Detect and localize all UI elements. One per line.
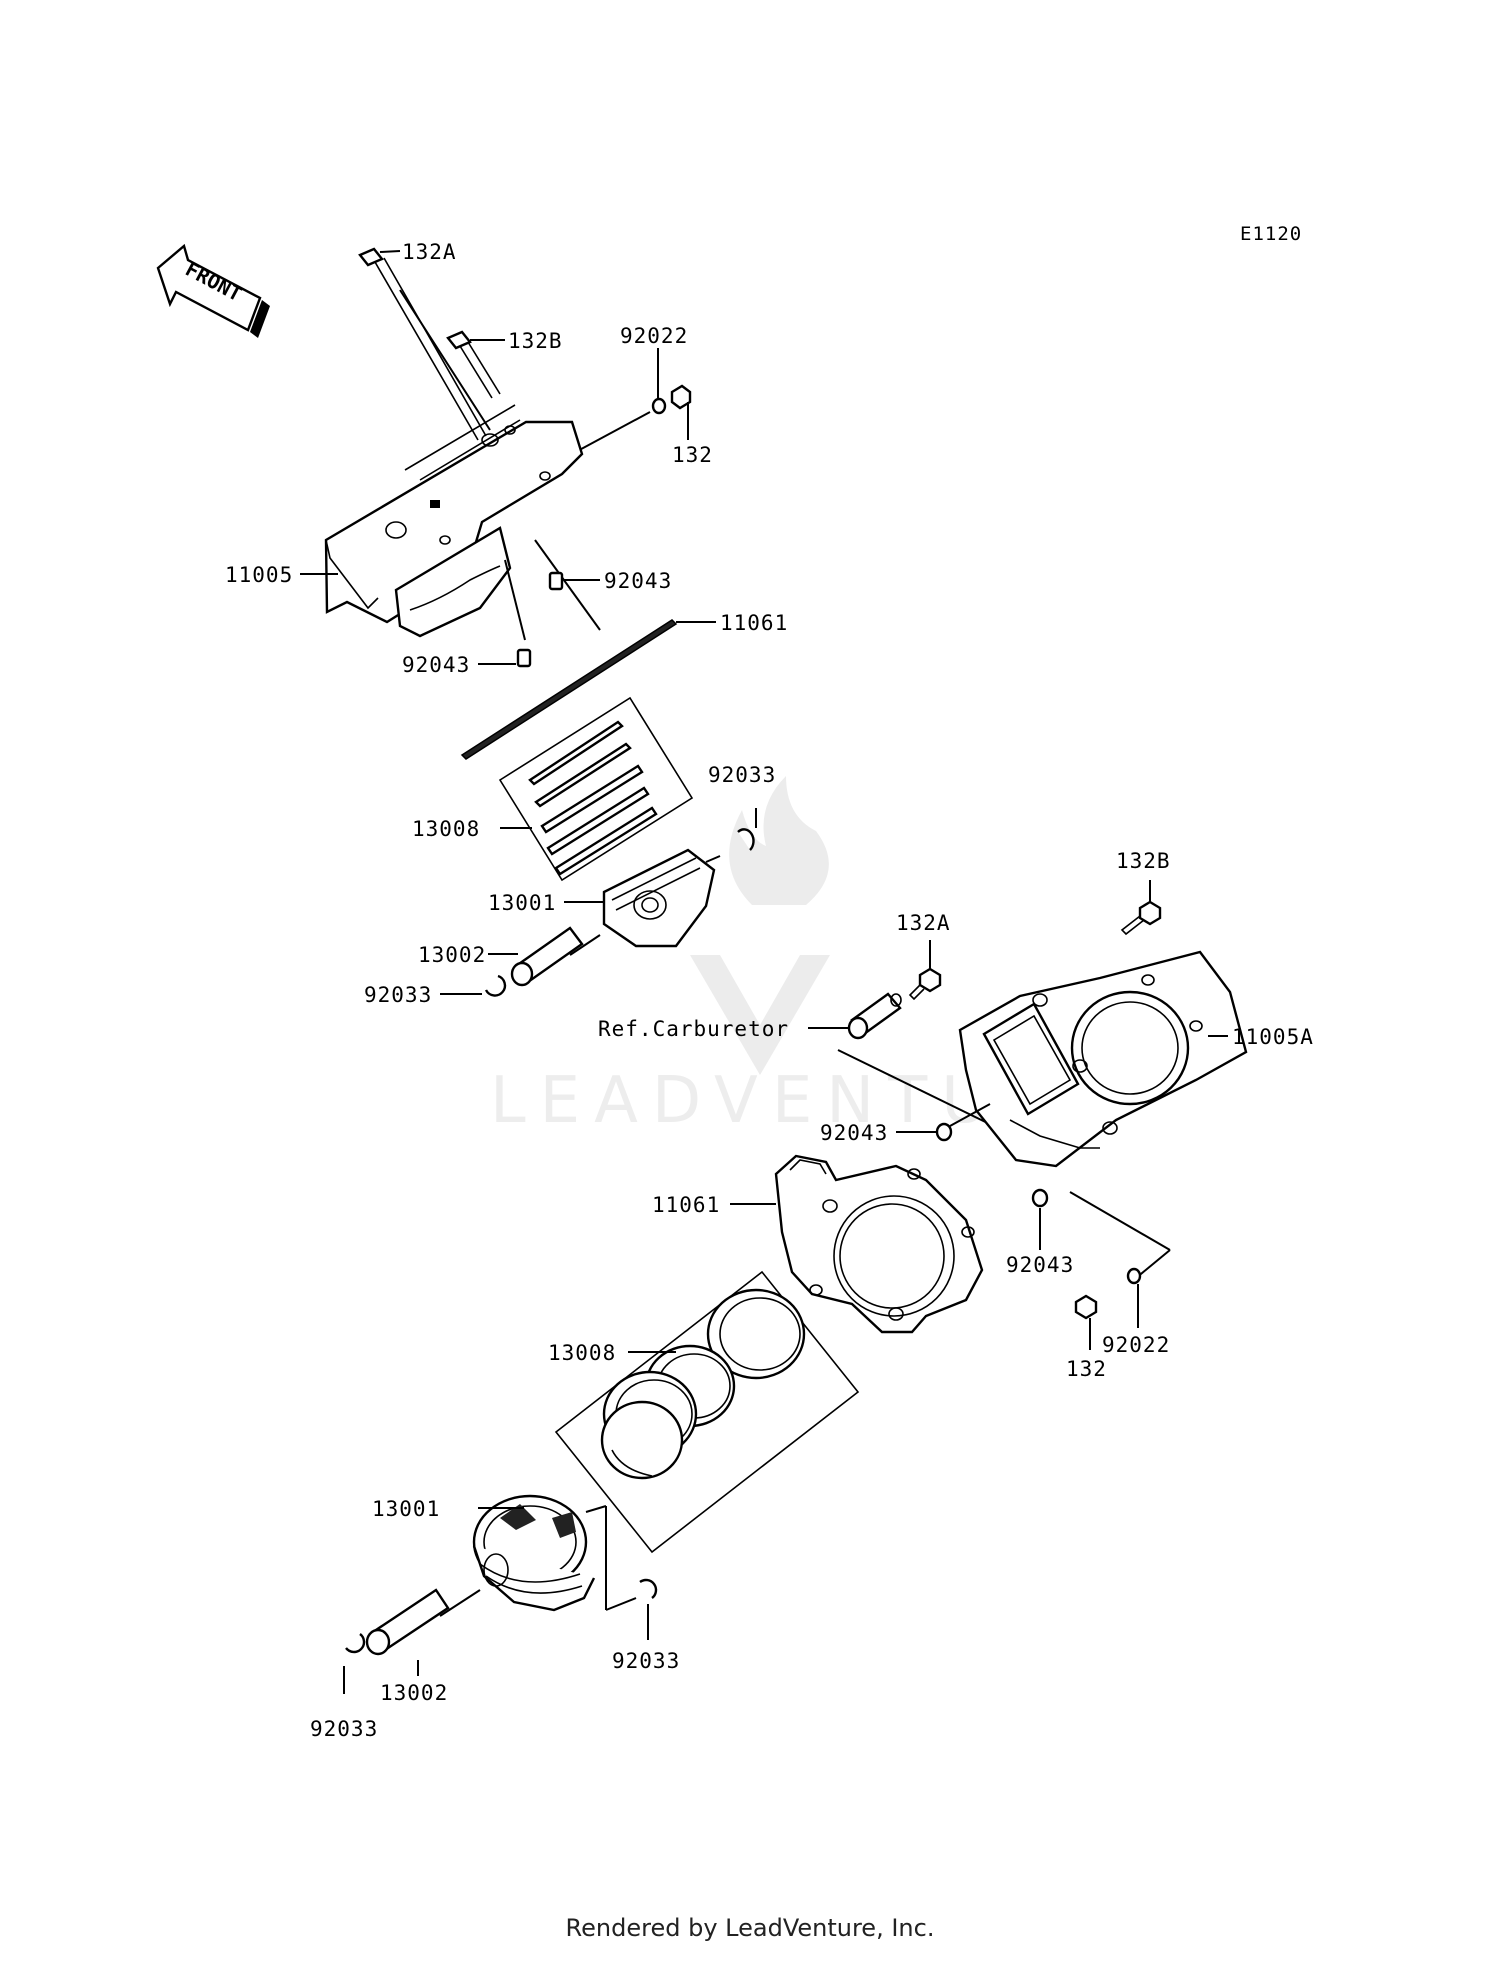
- circlip-92033-top-right: [737, 828, 755, 851]
- label-132b-top: 132B: [508, 329, 563, 353]
- label-132b-bottom: 132B: [1116, 849, 1171, 873]
- label-11061-top: 11061: [720, 611, 788, 635]
- bolt-132b-bottom: [1120, 900, 1162, 936]
- dowel-92043-bottom-right: [1031, 1188, 1049, 1208]
- label-132-bottom: 132: [1066, 1357, 1107, 1381]
- bolt-132-top: [670, 384, 692, 410]
- label-132-top: 132: [672, 443, 713, 467]
- footer-credit: Rendered by LeadVenture, Inc.: [565, 1914, 935, 1942]
- front-arrow-icon: FRONT: [156, 243, 270, 338]
- label-132a-bottom: 132A: [896, 911, 951, 935]
- label-92022-bottom: 92022: [1102, 1333, 1170, 1357]
- label-13008-top: 13008: [412, 817, 480, 841]
- piston-pin-13002-bottom: [365, 1588, 450, 1656]
- label-13002-bottom: 13002: [380, 1681, 448, 1705]
- label-13001-top: 13001: [488, 891, 556, 915]
- circlip-92033-bottom-right: [639, 1578, 658, 1599]
- bolt-132a-top: [358, 247, 487, 441]
- label-11061-bottom: 11061: [652, 1193, 720, 1217]
- piston-pin-13002-top: [510, 926, 584, 987]
- label-13001-bottom: 13001: [372, 1497, 440, 1521]
- label-ref-carburetor: Ref.Carburetor: [598, 1017, 789, 1041]
- label-13002-top: 13002: [418, 943, 486, 967]
- washer-92022-bottom: [1126, 1267, 1142, 1285]
- cylinder-11005a: [958, 950, 1248, 1168]
- label-13008-bottom: 13008: [548, 1341, 616, 1365]
- label-11005a: 11005A: [1232, 1025, 1314, 1049]
- circlip-92033-top-left: [484, 974, 507, 997]
- carburetor-stub: [847, 992, 902, 1040]
- bolt-132b-top: [446, 330, 501, 399]
- dowel-92043-top-left: [516, 648, 532, 668]
- gasket-11061-bottom: [774, 1154, 984, 1334]
- label-92043-top-left: 92043: [402, 653, 470, 677]
- washer-92022-top: [651, 397, 667, 415]
- gasket-11061-top: [460, 619, 678, 760]
- label-92022-top: 92022: [620, 324, 688, 348]
- label-92033-bottom-right: 92033: [612, 1649, 680, 1673]
- dowel-92043-bottom-left: [935, 1122, 953, 1142]
- label-92043-bottom-left: 92043: [820, 1121, 888, 1145]
- piston-13001-bottom: [472, 1494, 596, 1612]
- bolt-132-bottom: [1074, 1294, 1098, 1320]
- cylinder-head-11005: [324, 404, 584, 638]
- piston-rings-13008-bottom: [554, 1270, 860, 1554]
- diagram-code: E1120: [1240, 223, 1302, 245]
- label-132a-top: 132A: [402, 240, 457, 264]
- piston-13001-top: [602, 848, 716, 948]
- label-92033-top-right: 92033: [708, 763, 776, 787]
- piston-rings-13008-top: [498, 696, 694, 882]
- label-92033-bottom-left: 92033: [310, 1717, 378, 1741]
- bolt-132a-bottom: [908, 967, 942, 1001]
- label-92043-top-right: 92043: [604, 569, 672, 593]
- label-11005: 11005: [225, 563, 293, 587]
- label-92043-bottom-right: 92043: [1006, 1253, 1074, 1277]
- circlip-92033-bottom-left: [345, 1633, 366, 1654]
- dowel-92043-top-right: [548, 571, 564, 591]
- label-92033-top-left: 92033: [364, 983, 432, 1007]
